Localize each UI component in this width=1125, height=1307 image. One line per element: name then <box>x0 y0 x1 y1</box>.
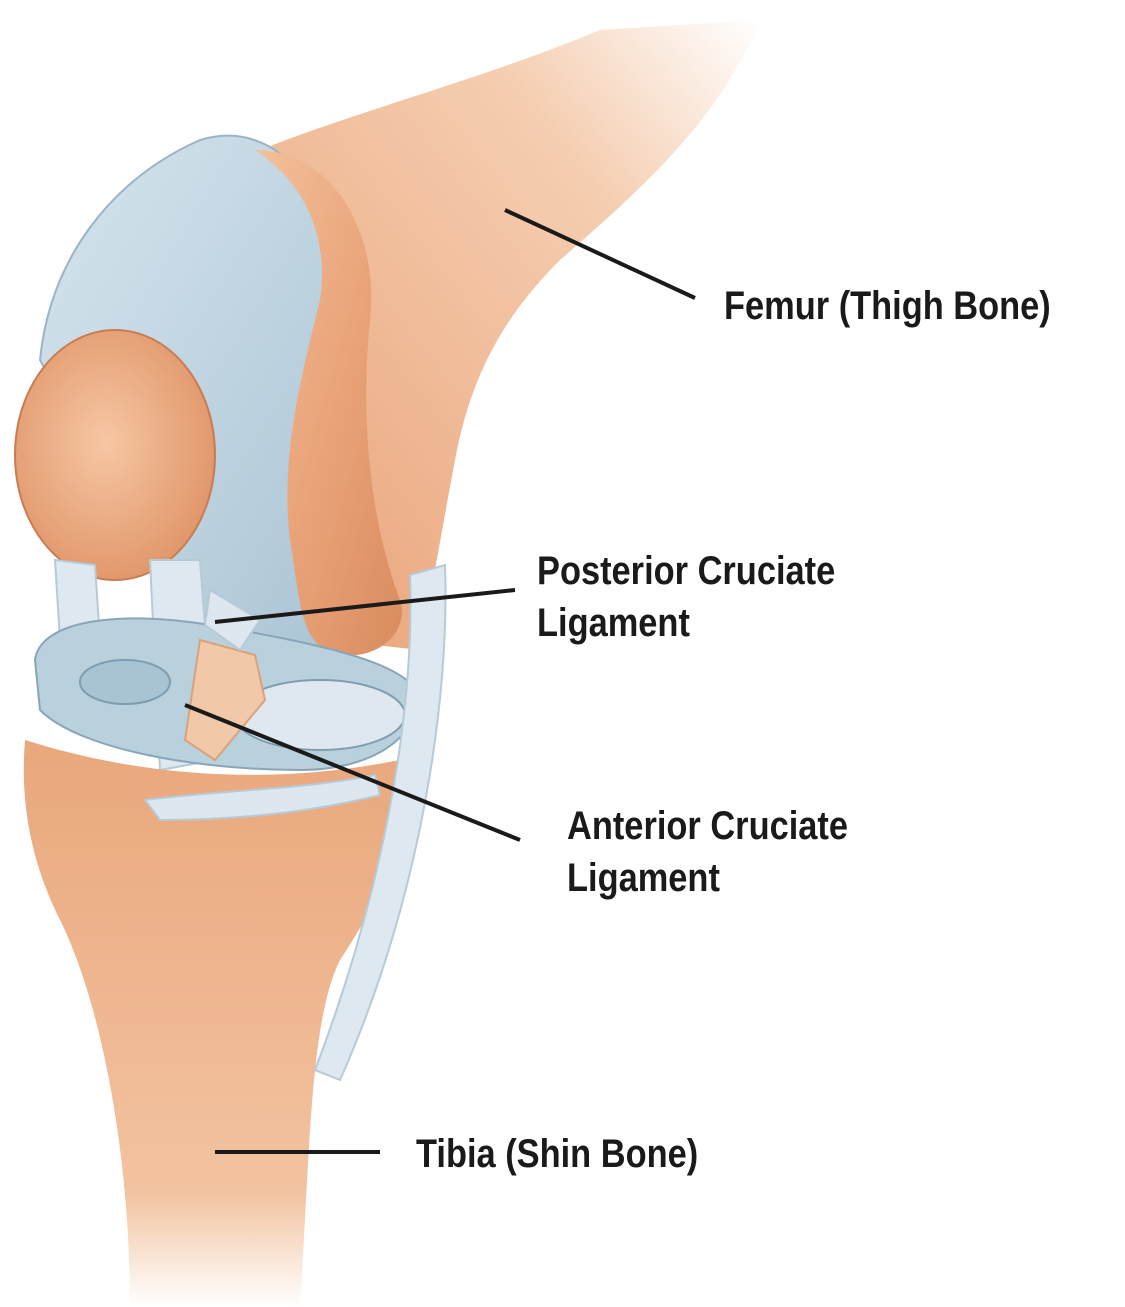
tibia-label: Tibia (Shin Bone) <box>416 1128 698 1180</box>
acl-label: Anterior Cruciate Ligament <box>567 800 848 904</box>
meniscus-inner-left <box>80 660 170 704</box>
acl-label-line2: Ligament <box>567 852 848 904</box>
femur-label-text: Femur (Thigh Bone) <box>724 280 1051 332</box>
pcl-label-line1: Posterior Cruciate <box>537 545 835 597</box>
tibia-label-text: Tibia (Shin Bone) <box>416 1128 698 1180</box>
pcl-label: Posterior Cruciate Ligament <box>537 545 835 649</box>
patella <box>15 330 215 580</box>
acl-label-line1: Anterior Cruciate <box>567 800 848 852</box>
pcl-label-line2: Ligament <box>537 597 835 649</box>
femur-label: Femur (Thigh Bone) <box>724 280 1051 332</box>
